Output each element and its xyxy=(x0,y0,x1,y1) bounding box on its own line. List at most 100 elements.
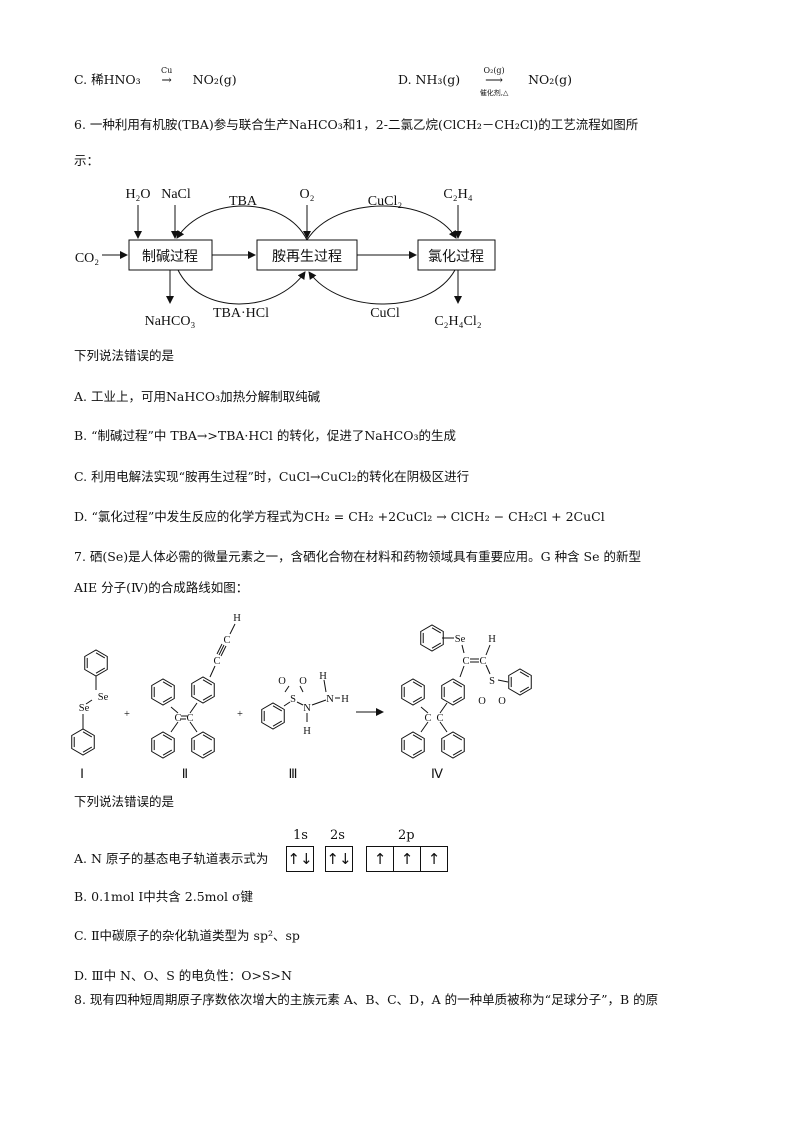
double-bond xyxy=(452,681,463,688)
label-nacl: NaCl xyxy=(161,187,191,202)
atom-n: N xyxy=(326,694,334,705)
double-bond xyxy=(162,681,173,688)
arrow-condition-bottom: 催化剂,△ xyxy=(479,89,509,97)
atom-se: Se xyxy=(79,703,90,714)
atom-h: H xyxy=(319,671,327,682)
q6-question: 下列说法错误的是 xyxy=(74,348,175,363)
orbital-box-2p: ↑ ↑ ↑ xyxy=(366,846,448,872)
box-label-amine: 胺再生过程 xyxy=(272,249,342,265)
electron-pair-arrows: ↑↓ xyxy=(326,850,352,868)
double-bond xyxy=(412,696,423,703)
benzene-ring xyxy=(151,678,175,706)
benzene-ring xyxy=(420,624,444,652)
box-label-chlorination: 氯化过程 xyxy=(428,249,484,265)
plus-sign: + xyxy=(124,709,130,720)
atom-o: O xyxy=(278,676,286,687)
synthesis-scheme xyxy=(71,623,532,759)
double-bond xyxy=(412,749,423,756)
arrow-condition: Cu xyxy=(161,66,173,75)
arrow-condition-top: O₂(g) xyxy=(483,66,505,75)
q7-stem: 7. 硒(Se)是人体必需的微量元素之一，含硒化合物在材料和药物领域具有重要应用… xyxy=(74,549,641,564)
reaction-arrow: O₂(g)⟶ 催化剂,△ xyxy=(464,66,524,97)
q6-option-a: A. 工业上，可用NaHCO₃加热分解制取纯碱 xyxy=(74,389,321,404)
q7-question: 下列说法错误的是 xyxy=(74,794,175,809)
benzene-ring xyxy=(71,728,95,756)
q5-c-product: NO₂(g) xyxy=(192,72,237,87)
double-bond xyxy=(412,734,423,741)
double-bond xyxy=(95,667,106,674)
benzene-ring xyxy=(508,668,532,696)
q7-option-c: C. Ⅱ中碳原子的杂化轨道类型为 sp²、sp xyxy=(74,928,300,943)
label-co2: CO₂ xyxy=(75,251,99,266)
atom-h: H xyxy=(488,634,496,645)
atom-h: H xyxy=(233,613,241,624)
q6-option-b: B. “制碱过程”中 TBA→>TBA·HCl 的转化，促进了NaHCO₃的生成 xyxy=(74,428,456,443)
atom-o: O xyxy=(478,696,486,707)
double-bond xyxy=(519,686,530,693)
double-bond xyxy=(82,731,93,738)
benzene-ring xyxy=(401,731,425,759)
label-tba: TBA xyxy=(229,194,258,209)
orbital-box-1s: ↑↓ xyxy=(286,846,314,872)
q7-option-d: D. Ⅲ中 N、O、S 的电负性：O>S>N xyxy=(74,968,292,983)
atom-o: O xyxy=(498,696,506,707)
compound-label-iv: Ⅳ xyxy=(431,766,443,781)
atom-c: C xyxy=(213,656,220,667)
electron-pair-arrows: ↑↓ xyxy=(287,850,313,868)
plus-sign: + xyxy=(237,709,243,720)
label-tba-hcl: TBA·HCl xyxy=(213,306,269,321)
double-bond xyxy=(202,734,213,741)
double-bond xyxy=(162,696,173,703)
atom-c: C xyxy=(462,656,469,667)
double-bond xyxy=(452,734,463,741)
benzene-ring xyxy=(84,649,108,677)
atom-c: C xyxy=(479,656,486,667)
atom-h: H xyxy=(341,694,349,705)
double-bond xyxy=(519,671,530,678)
label-nahco3: NaHCO₃ xyxy=(145,314,196,329)
double-bond xyxy=(452,749,463,756)
double-bond xyxy=(431,642,442,649)
atom-c: C xyxy=(436,713,443,724)
double-bond xyxy=(272,720,283,727)
atom-se: Se xyxy=(98,692,109,703)
atom-c: C xyxy=(186,713,193,724)
q5-option-d: D. NH₃(g) O₂(g)⟶ 催化剂,△ NO₂(g) xyxy=(398,66,573,97)
q5-d-reactant: D. NH₃(g) xyxy=(398,72,461,87)
orbital-label-2p: 2p xyxy=(398,828,415,843)
q5-d-product: NO₂(g) xyxy=(528,72,573,87)
box-chlorination xyxy=(417,239,496,271)
double-bond xyxy=(202,679,213,686)
double-bond xyxy=(452,696,463,703)
benzene-ring xyxy=(151,731,175,759)
q7-stem-cont: AIE 分子(Ⅳ)的合成路线如图： xyxy=(74,580,249,595)
q7-option-b: B. 0.1mol Ⅰ中共含 2.5mol σ键 xyxy=(74,889,254,904)
double-bond xyxy=(202,749,213,756)
label-cucl: CuCl xyxy=(370,306,400,321)
benzene-ring xyxy=(191,731,215,759)
atom-c: C xyxy=(223,635,230,646)
atom-n: N xyxy=(303,703,311,714)
orbital-label-1s: 1s xyxy=(293,828,308,843)
benzene-ring xyxy=(191,676,215,704)
label-c2h4: C₂H₄ xyxy=(443,187,472,202)
electron-up-arrow: ↑ xyxy=(394,847,421,871)
label-h2o: H₂O xyxy=(125,187,150,202)
double-bond xyxy=(202,694,213,701)
label-o2: O₂ xyxy=(300,187,315,202)
q6-option-d: D. “氯化过程”中发生反应的化学方程式为CH₂ = CH₂ +2CuCl₂ →… xyxy=(74,509,605,524)
double-bond xyxy=(162,749,173,756)
compound-label-ii: Ⅱ xyxy=(182,766,188,781)
q6-stem: 6. 一种利用有机胺(TBA)参与联合生产NaHCO₃和1，2-二氯乙烷(ClC… xyxy=(74,117,639,132)
label-cucl2: CuCl₂ xyxy=(368,194,403,209)
atom-s: S xyxy=(489,676,495,687)
electron-up-arrow: ↑ xyxy=(427,850,441,868)
atom-s: S xyxy=(290,694,296,705)
q5-option-c: C. 稀HNO₃ Cu→ NO₂(g) xyxy=(74,66,237,88)
atom-h: H xyxy=(303,726,311,737)
compound-label-iii: Ⅲ xyxy=(289,766,298,781)
electron-up-arrow: ↑ xyxy=(367,847,394,871)
double-bond xyxy=(162,734,173,741)
benzene-ring xyxy=(441,731,465,759)
